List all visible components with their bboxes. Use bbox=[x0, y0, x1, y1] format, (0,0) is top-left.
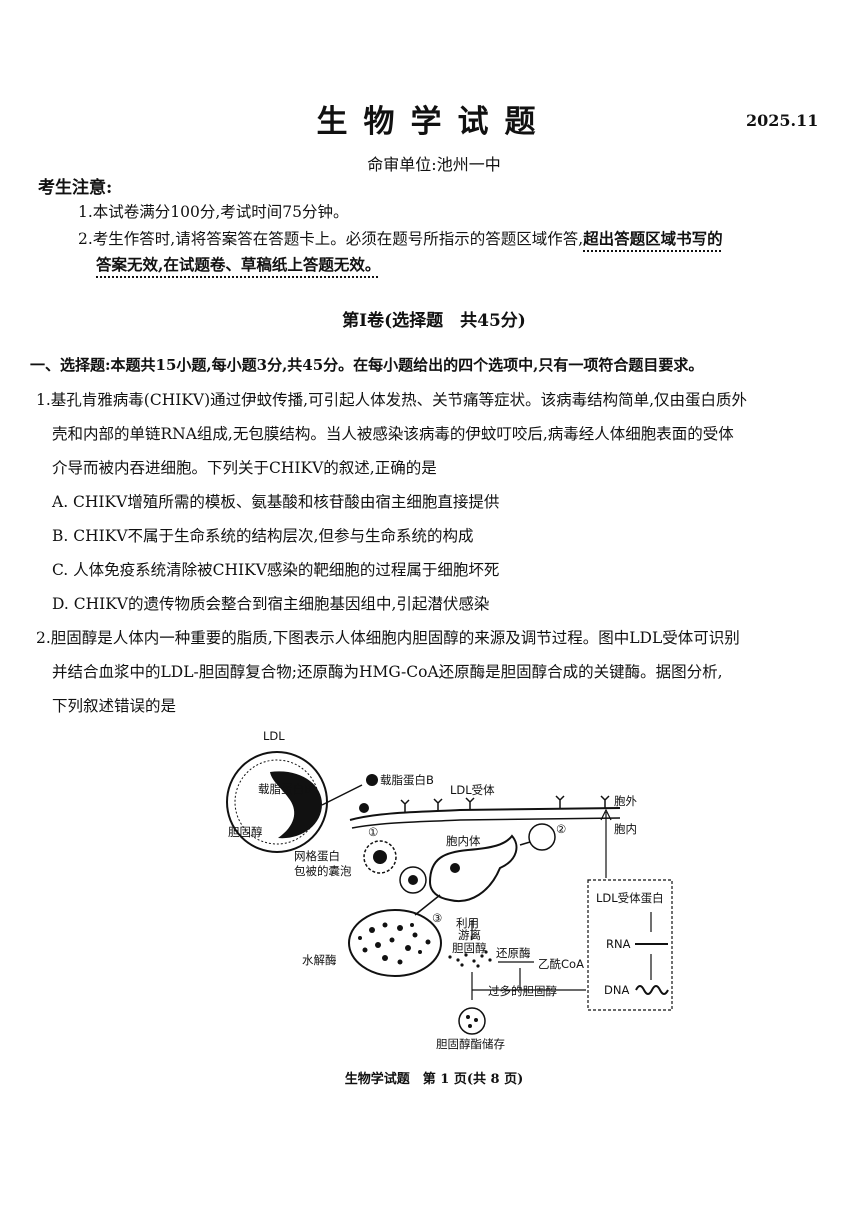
rna-label: RNA bbox=[606, 937, 631, 951]
coated-vesicle bbox=[363, 840, 427, 894]
coated-vesicle-label-2: 包被的囊泡 bbox=[294, 864, 352, 878]
ldl-particle bbox=[226, 751, 328, 853]
cell-membrane bbox=[349, 807, 621, 829]
storage-droplet bbox=[458, 1007, 486, 1035]
notice-heading: 考生注意: bbox=[38, 178, 113, 198]
apob-inner-label: 载脂蛋白B bbox=[258, 782, 312, 796]
q1-option-c: C. 人体免疫系统清除被CHIKV感染的靶细胞的过程属于细胞坏死 bbox=[52, 561, 500, 579]
notice-item-2-cont: 答案无效,在试题卷、草稿纸上答题无效。 bbox=[96, 255, 380, 275]
section-title: 第Ⅰ卷(选择题 共45分) bbox=[342, 311, 526, 331]
q1-line-3: 介导而被内吞进细胞。下列关于CHIKV的叙述,正确的是 bbox=[52, 459, 437, 477]
notice-item-2-text: 2.考生作答时,请将答案答在答题卡上。必须在题号所指示的答题区域作答, bbox=[78, 230, 584, 248]
notice-item-1: 1.本试卷满分100分,考试时间75分钟。 bbox=[78, 203, 349, 221]
page-title: 生物学试题 bbox=[316, 104, 552, 140]
excess-label: 过多的胆固醇 bbox=[488, 984, 557, 998]
step-1-label: ① bbox=[368, 825, 378, 839]
free-label-1: 游离 bbox=[458, 928, 481, 942]
q1-line-2: 壳和内部的单链RNA组成,无包膜结构。当人被感染该病毒的伊蚊叮咬后,病毒经人体细… bbox=[52, 425, 734, 443]
page-footer: 生物学试题 第 1 页(共 8 页) bbox=[344, 1072, 524, 1087]
ldl-receptor-label: LDL受体 bbox=[450, 783, 495, 797]
section-instruction: 一、选择题:本题共15小题,每小题3分,共45分。在每小题给出的四个选项中,只有… bbox=[30, 356, 704, 374]
q2-line-1: 2.胆固醇是人体内一种重要的脂质,下图表示人体细胞内胆固醇的来源及调节过程。图中… bbox=[36, 629, 740, 647]
cholesterol-inner-label: 胆固醇 bbox=[228, 825, 263, 839]
outside-label: 胞外 bbox=[614, 794, 637, 808]
q1-line-1: 1.基孔肯雅病毒(CHIKV)通过伊蚊传播,可引起人体发热、关节痛等症状。该病毒… bbox=[36, 391, 748, 409]
acetyl-coa-label: 乙酰CoA bbox=[538, 957, 584, 971]
coated-vesicle-label-1: 网格蛋白 bbox=[294, 849, 340, 863]
endosome bbox=[428, 834, 518, 903]
issuing-unit: 命审单位:池州一中 bbox=[367, 155, 501, 174]
apob-pointer bbox=[321, 784, 363, 806]
ldl-receptors bbox=[400, 795, 610, 812]
dna-helix-icon bbox=[635, 985, 669, 995]
step-3-label: ③ bbox=[432, 911, 442, 925]
notice-item-2-emphasis-cont: 答案无效,在试题卷、草稿纸上答题无效。 bbox=[96, 255, 381, 274]
lysosome bbox=[348, 909, 442, 977]
hydrolase-label: 水解酶 bbox=[302, 953, 337, 967]
use-label: 利用 bbox=[456, 916, 479, 930]
q1-option-b: B. CHIKV不属于生命系统的结构层次,但参与生命系统的构成 bbox=[52, 527, 474, 545]
apob-dot bbox=[366, 774, 378, 786]
endosome-label: 胞内体 bbox=[446, 834, 481, 848]
q2-line-2: 并结合血浆中的LDL-胆固醇复合物;还原酶为HMG-CoA还原酶是胆固醇合成的关… bbox=[52, 663, 723, 681]
exam-date: 2025.11 bbox=[746, 111, 819, 130]
q1-option-a: A. CHIKV增殖所需的模板、氨基酸和核苷酸由宿主细胞直接提供 bbox=[52, 493, 500, 511]
reductase-label: 还原酶 bbox=[496, 946, 531, 960]
ldl-label: LDL bbox=[263, 729, 285, 743]
q1-option-d: D. CHIKV的遗传物质会整合到宿主细胞基因组中,引起潜伏感染 bbox=[52, 595, 490, 613]
receptor-protein-label: LDL受体蛋白 bbox=[596, 891, 664, 905]
storage-label: 胆固醇酯储存 bbox=[436, 1037, 505, 1051]
dna-label: DNA bbox=[604, 983, 629, 997]
step-2-label: ② bbox=[556, 822, 566, 836]
recycling-vesicle bbox=[528, 823, 556, 851]
inside-label: 胞内 bbox=[614, 822, 637, 836]
free-label-2: 胆固醇 bbox=[452, 941, 487, 955]
free-cholesterol-dots bbox=[448, 950, 492, 968]
q2-line-3: 下列叙述错误的是 bbox=[52, 697, 177, 715]
gene-expression-box bbox=[587, 879, 673, 1011]
notice-item-2-emphasis: 超出答题区域书写的 bbox=[583, 229, 723, 248]
notice-item-2: 2.考生作答时,请将答案答在答题卡上。必须在题号所指示的答题区域作答,超出答题区… bbox=[78, 229, 723, 249]
apob-outer-label: 载脂蛋白B bbox=[380, 773, 434, 787]
